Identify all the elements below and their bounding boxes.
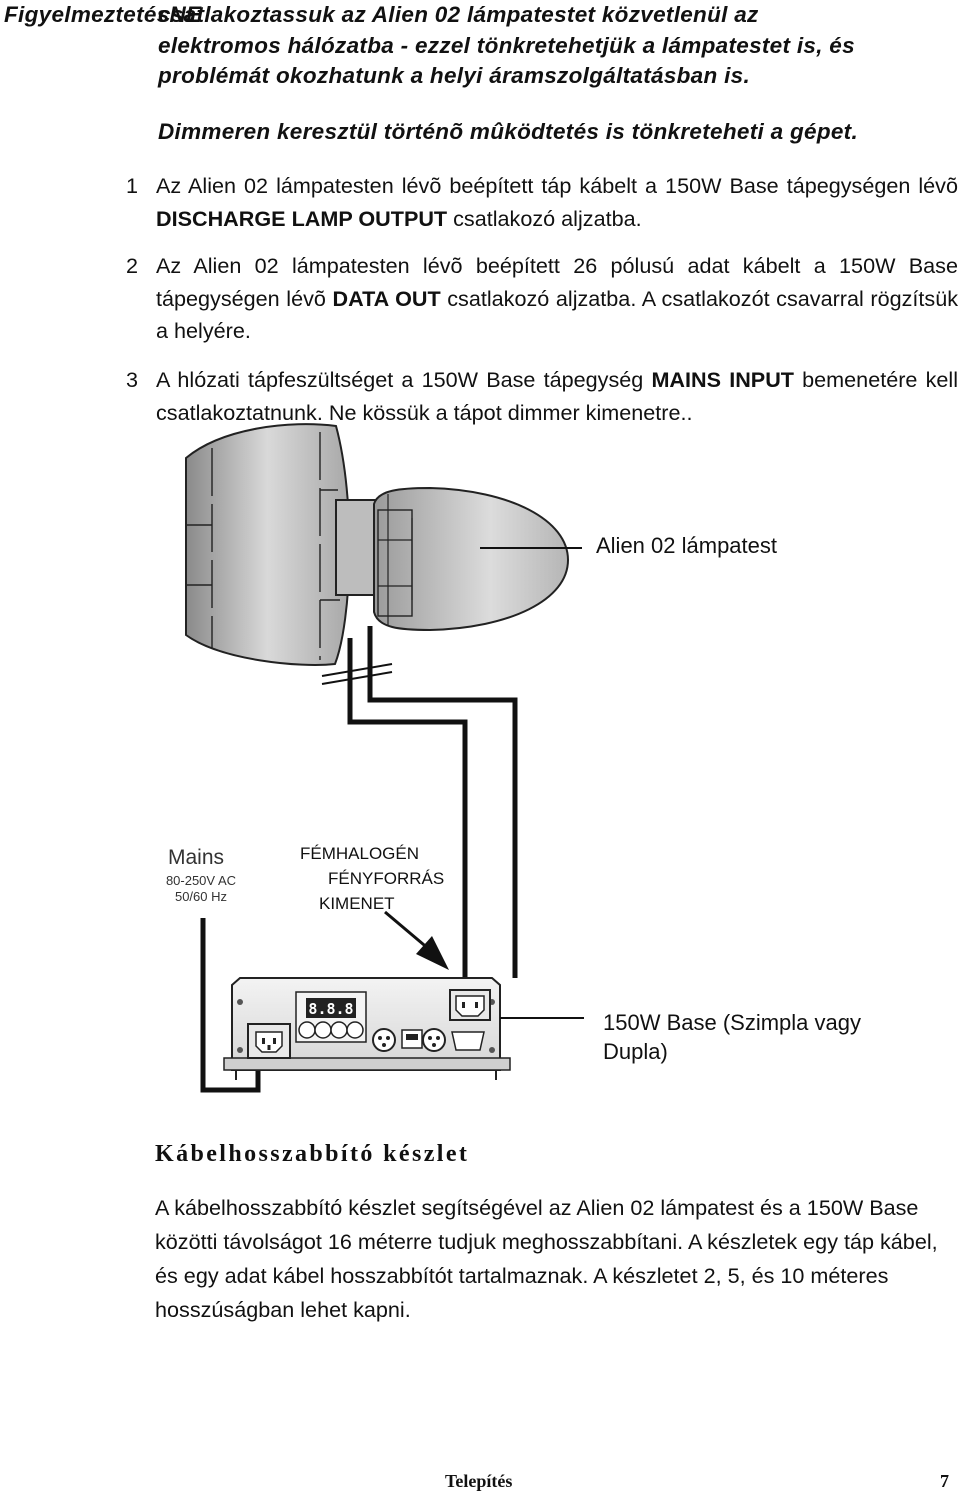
- warning-line-3: problémát okozhatunk a helyi áramszolgál…: [158, 63, 751, 88]
- base-unit: 8.8.8: [223, 977, 511, 1080]
- output-arrow: [384, 910, 449, 970]
- mains-input-socket: [247, 1023, 291, 1059]
- data-out-socket: [451, 1031, 485, 1051]
- lamp-label: Alien 02 lámpatest: [596, 533, 777, 558]
- mains-voltage: 80-250V AC: [165, 873, 237, 888]
- footer-title: Telepítés: [445, 1471, 513, 1491]
- step-3: 3 A hlózati tápfeszültséget a 150W Base …: [120, 364, 958, 429]
- step-text: bemenetére kell csatlakoztatnunk. Ne kös…: [156, 367, 958, 425]
- step-text: A hlózati tápfeszültséget a 150W Base tá…: [156, 367, 652, 392]
- connector-name: MAINS INPUT: [651, 367, 794, 392]
- step-text: Az Alien 02 lámpatesten lévõ beépített t…: [156, 173, 958, 198]
- mains-label: Mains: [168, 846, 225, 869]
- warning-text: csatlakoztassuk az Alien 02 lámpatestet …: [158, 0, 948, 147]
- output-label-line-3: KIMENET: [319, 894, 395, 913]
- base-label: 150W Base (Szimpla vagy Dupla): [603, 1008, 861, 1066]
- cable-break-mark: [321, 663, 393, 685]
- output-label-line-2: FÉNYFORRÁS: [328, 869, 445, 888]
- base-label-line-1: 150W Base (Szimpla vagy: [603, 1010, 861, 1035]
- step-text: csatlakozó aljzatba. A csatlakozót csava…: [156, 285, 958, 344]
- step-2: 2 Az Alien 02 lámpatesten lévõ beépített…: [120, 250, 958, 348]
- lamp-fixture: [185, 423, 570, 666]
- connector-name: DISCHARGE LAMP OUTPUT: [156, 205, 448, 231]
- step-1: 1 Az Alien 02 lámpatesten lévõ beépített…: [120, 170, 958, 235]
- mains-cable: [200, 918, 261, 1093]
- dmx-connectors: [372, 1028, 446, 1052]
- warning-line-1: csatlakoztassuk az Alien 02 lámpatestet …: [158, 2, 759, 27]
- wiring-diagram: 8.8.8: [185, 423, 584, 1093]
- output-label-line-1: FÉMHALOGÉN: [300, 844, 420, 863]
- lamp-head: [185, 423, 351, 666]
- step-number: 3: [126, 367, 139, 392]
- warning-label: FigyelmeztetésNE: [4, 2, 202, 27]
- control-panel: 8.8.8: [295, 991, 367, 1043]
- step-text: csatlakozó aljzatba.: [447, 205, 642, 231]
- mains-frequency: 50/60 Hz: [174, 889, 228, 904]
- connector-name: DATA OUT: [332, 285, 441, 311]
- led-display: 8.8.8: [308, 1000, 353, 1018]
- section-body: A kábelhosszabbító készlet segítségével …: [155, 1195, 938, 1322]
- step-number: 2: [126, 253, 139, 278]
- lamp-cables: [347, 626, 518, 978]
- warning-line-2: elektromos hálózatba - ezzel tönkretehet…: [158, 32, 855, 58]
- discharge-lamp-output-socket: [449, 989, 491, 1021]
- step-number: 1: [126, 173, 139, 198]
- dimmer-warning: Dimmeren keresztül történõ mûködtetés is…: [158, 118, 859, 144]
- step-text: Az Alien 02 lámpatesten lévõ beépített 2…: [156, 253, 958, 311]
- page-number: 7: [940, 1471, 949, 1491]
- lamp-base-body: [373, 486, 570, 632]
- section-title: Kábelhosszabbító készlet: [155, 1141, 470, 1167]
- base-label-line-2: Dupla): [603, 1039, 668, 1064]
- mains-spec: 80-250V AC 50/60 Hz: [160, 873, 242, 905]
